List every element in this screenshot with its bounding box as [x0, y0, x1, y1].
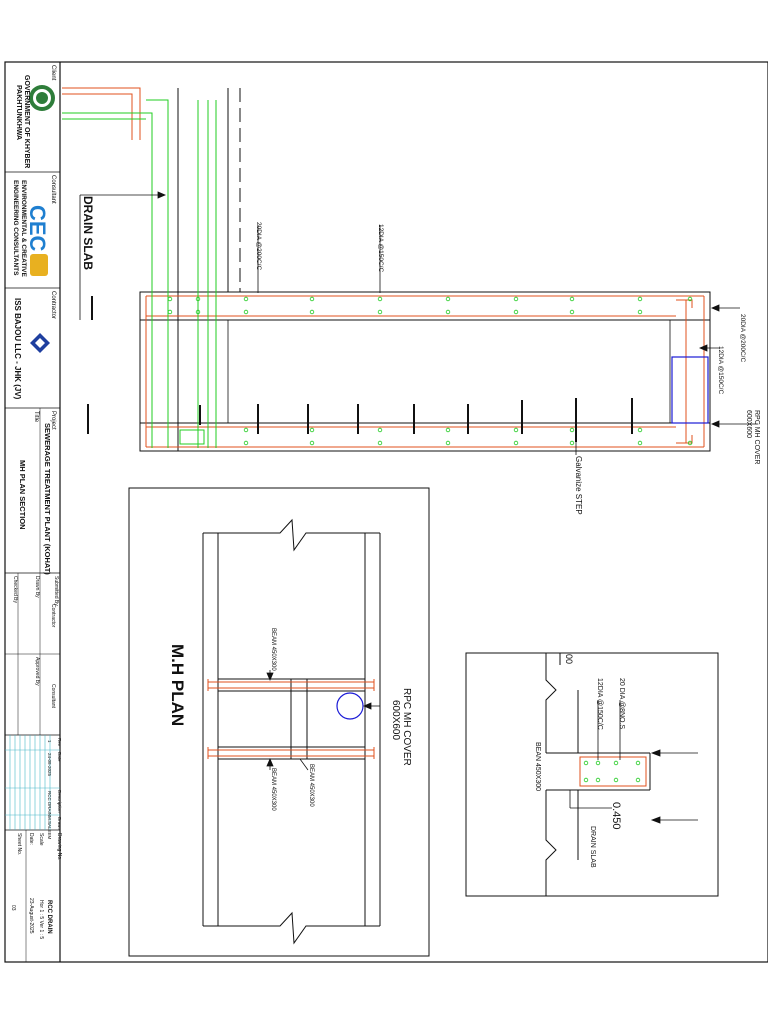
scale-label: Scale [38, 833, 44, 846]
sheet-label: Sheet No. [16, 833, 22, 855]
checked-by-label: Checked By [12, 576, 18, 603]
description-value: RCC DRAIN [47, 791, 52, 816]
title-block: Client GOVERNMENT OF KHYBER PAKHTUNKHWA … [5, 65, 62, 962]
beam-dim-label: 0.450 [610, 802, 622, 830]
beam-detail: 20 DIA @8NO.S 12DIA @150C/C BEAN 450X300… [465, 652, 719, 897]
section-bar-20-right-label: 20DIA @200C/C [739, 314, 746, 362]
section-bar-12-right-label: 12DIA @150C/C [717, 346, 724, 394]
client-name-2: PAKHTUNKHWA [15, 85, 22, 140]
contractor-logo-icon [30, 333, 50, 353]
consultant-col: Consultant [50, 684, 56, 709]
plan-mh-cover-circle [336, 692, 364, 720]
beam-bar-20-label: 20 DIA @8NO.S [618, 678, 625, 729]
beam-dim-cut-label: 00 [564, 654, 574, 664]
contractor-label: Contractor [50, 291, 56, 319]
plan-cover-label-1: RPC MH COVER [401, 688, 412, 766]
contractor-name: ISS BAJOU LLC - JHK (JV) [13, 298, 22, 400]
plan-title: M.H PLAN [168, 644, 187, 726]
plan-beam-top-label: BEAM 450X300 [270, 628, 276, 671]
consultant-badge-icon [30, 254, 48, 276]
section-bar-12-label: 12DIA @150C/C [377, 224, 384, 272]
beam-drain-slab-label: DRAIN SLAB [589, 826, 596, 868]
project-name: SEWERAGE TREATMENT PLANT (KOHAT) [43, 423, 52, 575]
drawing-no-label: Drawing No. [56, 833, 62, 861]
date2-value: 23-August-2025 [28, 898, 34, 934]
government-seal-icon [29, 85, 55, 111]
section-mh-cover-rect [671, 356, 709, 424]
drawn-by-label: Drawn By [34, 576, 40, 598]
svg-text:CEC: CEC [25, 205, 50, 252]
section-cover-label-1: RPC MH COVER [753, 410, 760, 464]
beam-detail-frame [465, 652, 719, 897]
date-value: 24-08-2025 [47, 753, 52, 777]
plan-cover-label-2: 600X600 [390, 700, 401, 740]
contractor-col: Contractor [50, 604, 56, 628]
drawn-label: Drawn [57, 817, 62, 831]
plan-frame [128, 487, 430, 957]
date2-label: Date: [28, 833, 34, 845]
approved-by-label: Approved By [34, 657, 40, 686]
drawn-value: M.SALEEM [47, 816, 52, 840]
section-drain-slab-label: DRAIN SLAB [81, 196, 95, 270]
title-label: Title [33, 411, 39, 423]
plan-beam-mid-label: BEAM 450X300 [308, 764, 314, 807]
rev-value: 1 [47, 740, 52, 743]
drawing-title: MH PLAN SECTION [18, 460, 27, 530]
consultant-label: Consultant [50, 175, 56, 204]
beam-size-label: BEAN 450X300 [534, 742, 541, 791]
plan-beam-bottom-label: BEAM 450X300 [270, 768, 276, 811]
submitted-by-label: Submitted By [53, 576, 59, 606]
cec-logo-icon: CEC [25, 205, 53, 252]
consultant-name-1: ENVIRONMENTAL & CREATIVE [20, 180, 27, 277]
mh-plan: M.H PLAN RPC MH COVER 600X600 BEAM 450X3… [128, 487, 430, 957]
client-label: Client [50, 65, 56, 81]
drawing-no-value: RCC DRAIN [46, 900, 52, 934]
beam-bar-12-label: 12DIA @150C/C [596, 678, 603, 730]
section-step-label: Galvanize STEP [574, 456, 583, 515]
date-label: Date [57, 752, 62, 762]
consultant-name-2: ENGINEERING CONSULTANTS [12, 180, 19, 276]
section-cover-label-2: 600X600 [745, 410, 752, 438]
client-name-1: GOVERNMENT OF KHYBER [23, 75, 30, 168]
description-label: Description [57, 790, 62, 813]
sheet-border [4, 61, 768, 963]
section-bar-20-label: 20DIA @200C/C [255, 222, 262, 270]
scale-value: Hor 1 : 5 Ver 1 : 5 [38, 900, 44, 939]
sheet-value: 03 [10, 905, 16, 911]
mh-section: DRAIN SLAB 20DIA @200C/C 12DIA @150C/C 2… [62, 87, 760, 515]
project-label: Project [50, 411, 56, 430]
rev-label: Rev [57, 738, 62, 747]
